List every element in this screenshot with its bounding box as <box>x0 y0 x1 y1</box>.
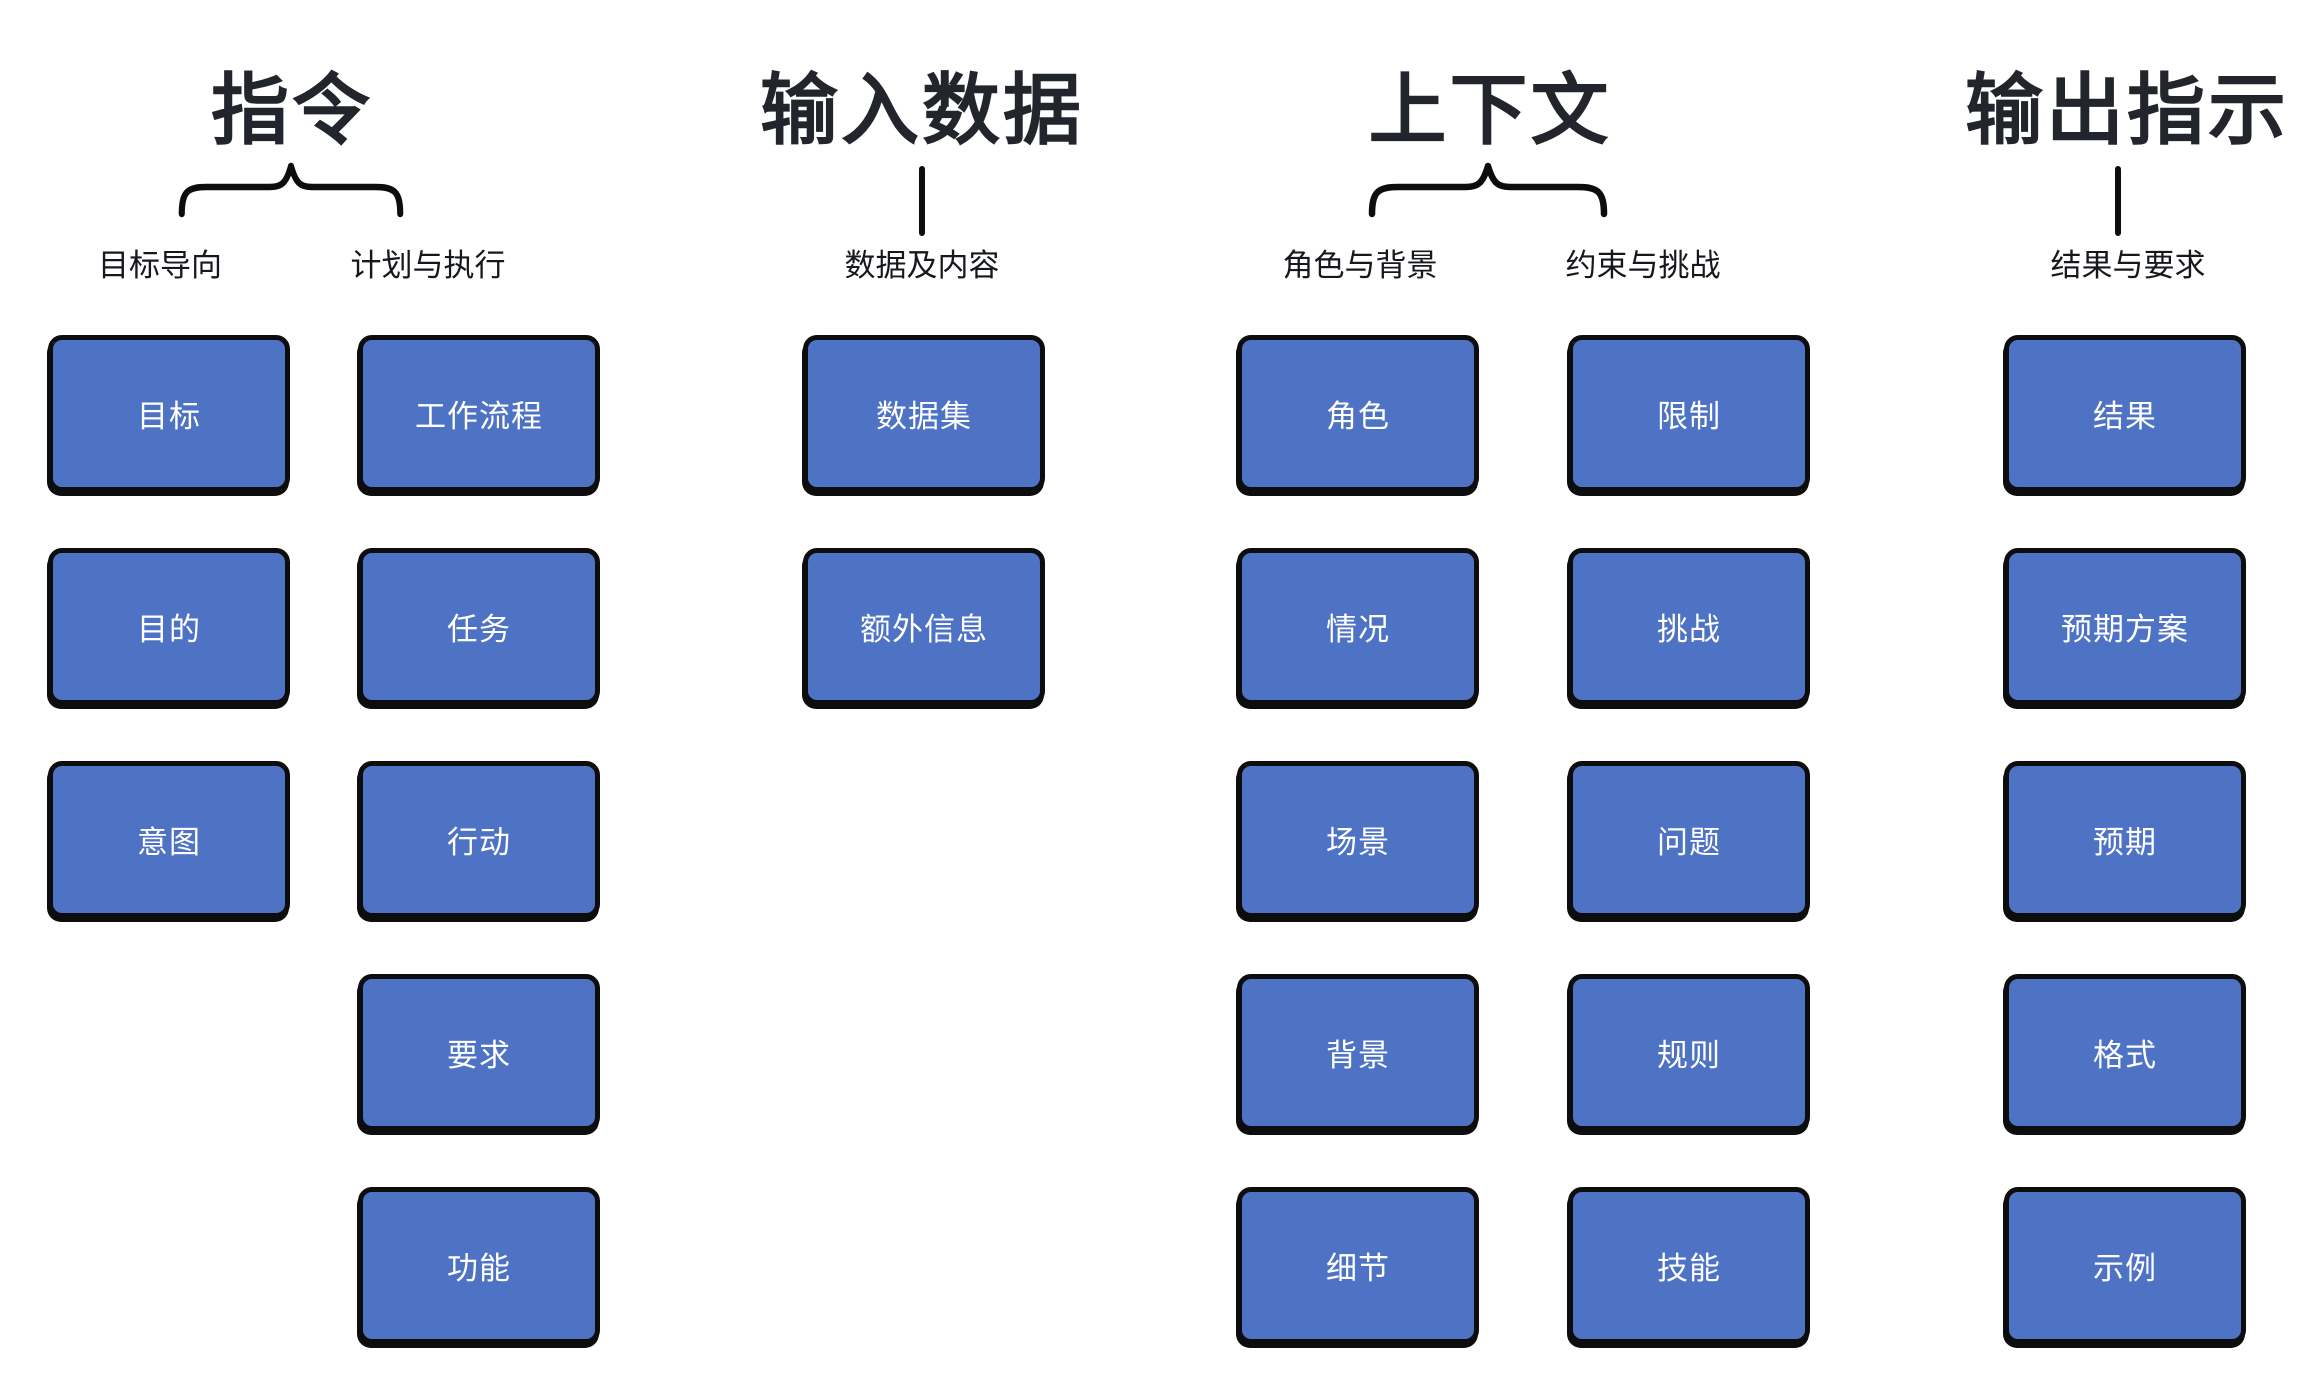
column-plan-and-execution: 工作流程 任务 行动 要求 功能 <box>358 335 600 1344</box>
subgroup-label-constraints-and-challenges: 约束与挑战 <box>1565 248 1721 283</box>
diagram-node-background: 背景 <box>1237 974 1479 1131</box>
subgroup-label-results-and-requirements: 结果与要求 <box>2050 248 2206 283</box>
diagram-node-function: 功能 <box>358 1187 600 1344</box>
group-title-output-indication: 输出指示 <box>1964 66 2289 154</box>
subgroup-label-data-and-content: 数据及内容 <box>844 248 1000 283</box>
diagram-node-example: 示例 <box>2004 1187 2246 1344</box>
diagram-node-workflow: 工作流程 <box>358 335 600 492</box>
subgroup-label-goal-oriented: 目标导向 <box>98 248 222 283</box>
overbrace-connector-icon <box>178 162 404 218</box>
subgroup-label-role-and-background: 角色与背景 <box>1282 248 1438 283</box>
group-title-context: 上下文 <box>1368 66 1612 154</box>
diagram-node-result: 结果 <box>2004 335 2246 492</box>
column-results-and-requirements: 结果 预期方案 预期 格式 示例 <box>2004 335 2246 1344</box>
diagram-node-intent: 意图 <box>48 761 290 918</box>
diagram-node-purpose: 目的 <box>48 548 290 705</box>
diagram-node-goal: 目标 <box>48 335 290 492</box>
diagram-node-action: 行动 <box>358 761 600 918</box>
group-title-instructions: 指令 <box>210 66 373 154</box>
group-title-input-data: 输入数据 <box>759 66 1084 154</box>
diagram-node-task: 任务 <box>358 548 600 705</box>
diagram-node-challenge: 挑战 <box>1568 548 1810 705</box>
diagram-node-rule: 规则 <box>1568 974 1810 1131</box>
diagram-node-additional-info: 额外信息 <box>803 548 1045 705</box>
diagram-node-expectation: 预期 <box>2004 761 2246 918</box>
diagram-node-dataset: 数据集 <box>803 335 1045 492</box>
line-connector-icon <box>919 166 925 236</box>
diagram-node-role: 角色 <box>1237 335 1479 492</box>
column-data-and-content: 数据集 额外信息 <box>803 335 1045 705</box>
diagram-node-scene: 场景 <box>1237 761 1479 918</box>
diagram-node-skill: 技能 <box>1568 1187 1810 1344</box>
line-connector-icon <box>2115 166 2121 236</box>
column-goal-oriented: 目标 目的 意图 <box>48 335 290 918</box>
diagram-node-expected-plan: 预期方案 <box>2004 548 2246 705</box>
diagram-node-requirement: 要求 <box>358 974 600 1131</box>
overbrace-connector-icon <box>1368 162 1608 218</box>
diagram-node-format: 格式 <box>2004 974 2246 1131</box>
subgroup-label-plan-and-execution: 计划与执行 <box>350 248 506 283</box>
diagram-node-situation: 情况 <box>1237 548 1479 705</box>
column-constraints-and-challenges: 限制 挑战 问题 规则 技能 <box>1568 335 1810 1344</box>
diagram-node-limitation: 限制 <box>1568 335 1810 492</box>
diagram-node-problem: 问题 <box>1568 761 1810 918</box>
column-role-and-background: 角色 情况 场景 背景 细节 <box>1237 335 1479 1344</box>
diagram-node-detail: 细节 <box>1237 1187 1479 1344</box>
